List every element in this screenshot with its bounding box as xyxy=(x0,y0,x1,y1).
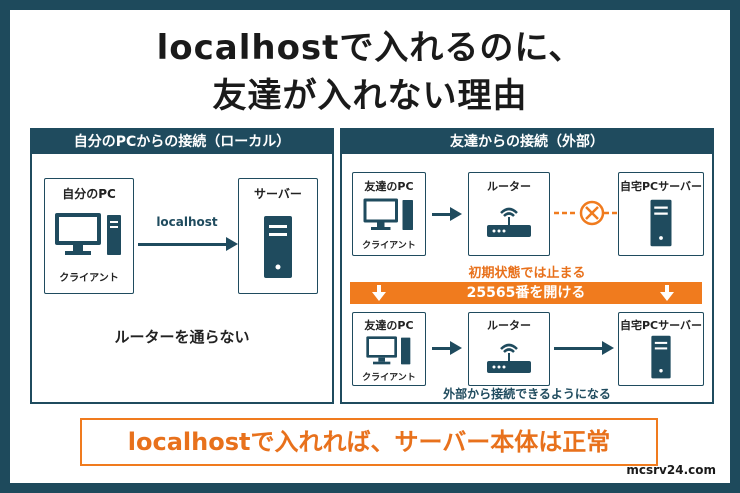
localhost-arrow-label: localhost xyxy=(156,215,218,229)
friend-pc-label-top: 友達のPC xyxy=(364,180,414,193)
router-box-bottom: ルーター xyxy=(468,312,550,386)
my-pc-client-label: クライアント xyxy=(59,273,119,284)
server-label: サーバー xyxy=(254,187,302,201)
home-server-label-top: 自宅PCサーバー xyxy=(619,180,703,193)
title-line-2: 友達が入れない理由 xyxy=(212,76,528,116)
external-panel-header: 友達からの接続（外部） xyxy=(342,130,712,154)
router-to-server-line-bottom xyxy=(554,347,604,350)
friend-to-router-line-top xyxy=(432,213,452,216)
router-icon xyxy=(487,207,531,237)
down-arrow-icon xyxy=(660,285,674,301)
router-box-top: ルーター xyxy=(468,172,550,256)
server-tower-icon xyxy=(650,199,672,247)
down-arrow-icon xyxy=(372,285,386,301)
desktop-pc-icon xyxy=(366,336,411,365)
friend-to-router-head-bottom xyxy=(450,341,462,355)
localhost-arrow-head xyxy=(226,237,238,251)
friend-client-label-bottom: クライアント xyxy=(362,373,416,383)
friend-pc-box-bottom: 友達のPC クライアント xyxy=(352,312,426,386)
router-icon xyxy=(487,343,531,373)
title-line-1: localhostで入れるのに、 xyxy=(156,28,584,68)
top-status: 初期状態では止まる xyxy=(468,266,586,281)
my-pc-label: 自分のPC xyxy=(62,187,116,201)
blocked-connection xyxy=(554,200,632,226)
local-panel-header: 自分のPCからの接続（ローカル） xyxy=(32,130,332,154)
router-label-top: ルーター xyxy=(487,180,531,193)
port-open-text: 25565番を開ける xyxy=(466,285,586,301)
home-server-box-top: 自宅PCサーバー xyxy=(618,172,704,256)
local-note: ルーターを通らない xyxy=(114,328,250,346)
desktop-pc-icon xyxy=(55,213,121,255)
home-server-label-bottom: 自宅PCサーバー xyxy=(619,319,703,332)
home-server-box-bottom: 自宅PCサーバー xyxy=(618,312,704,386)
router-label-bottom: ルーター xyxy=(487,319,531,332)
conclusion-text: localhostで入れれば、サーバー本体は正常 xyxy=(127,428,611,456)
local-connection-panel: 自分のPCからの接続（ローカル） 自分のPC クライアント localhost … xyxy=(30,128,334,404)
server-box: サーバー xyxy=(238,178,318,294)
external-connection-panel: 友達からの接続（外部） 友達のPC クライアント ルーター xyxy=(340,128,714,404)
port-open-band: 25565番を開ける xyxy=(350,282,702,304)
localhost-arrow-line xyxy=(138,243,228,246)
friend-to-router-head-top xyxy=(450,207,462,221)
site-credit: mcsrv24.com xyxy=(626,463,716,477)
server-tower-icon xyxy=(264,216,292,278)
desktop-pc-icon xyxy=(363,198,413,230)
router-to-server-head-bottom xyxy=(602,341,614,355)
friend-pc-box-top: 友達のPC クライアント xyxy=(352,172,426,256)
friend-to-router-line-bottom xyxy=(432,347,452,350)
diagram-canvas: localhostで入れるのに、 友達が入れない理由 自分のPCからの接続（ロー… xyxy=(10,10,730,483)
friend-pc-label-bottom: 友達のPC xyxy=(364,319,414,332)
conclusion-banner: localhostで入れれば、サーバー本体は正常 xyxy=(80,418,658,466)
friend-client-label-top: クライアント xyxy=(362,241,416,251)
bottom-status: 外部から接続できるようになる xyxy=(443,387,611,401)
my-pc-box: 自分のPC クライアント xyxy=(44,178,134,294)
server-tower-icon xyxy=(651,335,671,379)
